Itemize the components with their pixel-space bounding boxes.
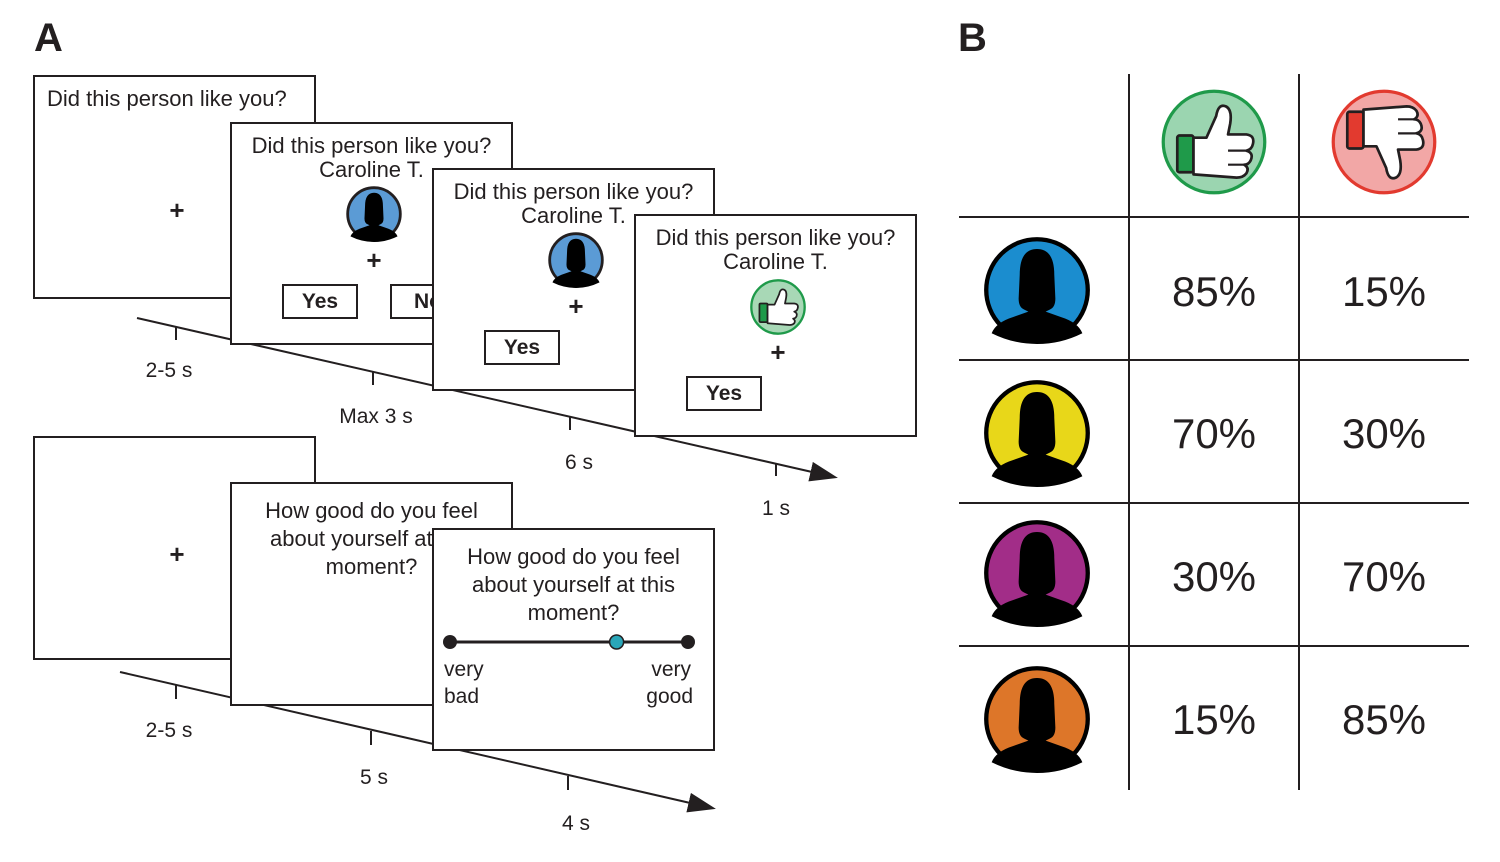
dislike-probability: 30%	[1341, 410, 1427, 457]
fixation-cross: +	[770, 337, 786, 367]
person-avatar-icon	[984, 237, 1090, 344]
fixation-cross: +	[169, 195, 185, 225]
panel-a-letter: A	[34, 16, 63, 60]
person-avatar-icon	[984, 666, 1090, 773]
thumbs-up-icon	[750, 279, 806, 335]
rating-question-line-2: about yourself at this	[471, 572, 675, 597]
rating-timeline-label-rating: 5 s	[359, 766, 389, 789]
fixation-cross: +	[366, 245, 382, 275]
dislike-probability: 85%	[1341, 696, 1427, 743]
dislike-probability: 15%	[1341, 268, 1427, 315]
person-name: Caroline T.	[723, 249, 828, 274]
yes-button[interactable]: Yes	[484, 330, 560, 365]
rating-question-line-3: moment?	[527, 600, 620, 625]
timeline-label-fixation: 2-5 s	[145, 359, 193, 382]
rating-timeline-label-fixation: 2-5 s	[145, 719, 193, 742]
thumbs-down-icon	[1331, 89, 1437, 195]
screen-question: Did this person like you?	[251, 133, 492, 158]
person-name: Caroline T.	[319, 157, 424, 182]
rating-high-anchor-2: good	[646, 685, 693, 708]
screen-question: Did this person like you?	[655, 225, 896, 250]
rating-slider[interactable]	[434, 630, 715, 656]
person-avatar-icon	[984, 380, 1090, 487]
person-avatar-icon	[984, 520, 1090, 627]
thumbs-up-icon	[1161, 89, 1267, 195]
dislike-probability: 70%	[1341, 553, 1427, 600]
rating-low-anchor-2: bad	[444, 685, 480, 708]
screen-question: Did this person like you?	[453, 179, 694, 204]
rating-question-line-3: moment?	[325, 554, 418, 579]
timeline-label-wait: 6 s	[564, 451, 594, 474]
person-avatar-icon	[346, 186, 402, 242]
fixation-cross: +	[568, 291, 584, 321]
panel-b-letter: B	[958, 16, 987, 60]
like-probability: 30%	[1171, 553, 1257, 600]
screen-question: Did this person like you?	[47, 86, 287, 111]
yes-button[interactable]: Yes	[686, 376, 762, 411]
yes-button[interactable]: Yes	[282, 284, 358, 319]
rating-timeline-label-end: 4 s	[561, 812, 591, 835]
like-probability: 70%	[1171, 410, 1257, 457]
rating-high-anchor-1: very	[651, 658, 691, 681]
rating-slider-handle[interactable]	[608, 634, 625, 650]
rating-screen-scale: How good do you feel about yourself at t…	[432, 528, 715, 751]
fixation-cross: +	[169, 539, 185, 569]
rating-question-line-1: How good do you feel	[265, 498, 478, 523]
timeline-label-response: Max 3 s	[339, 405, 413, 428]
person-name: Caroline T.	[521, 203, 626, 228]
trial-screen-feedback: Did this person like you? Caroline T. + …	[634, 214, 917, 437]
rating-low-anchor-1: very	[444, 658, 484, 681]
person-avatar-icon	[548, 232, 604, 288]
timeline-label-feedback: 1 s	[761, 497, 791, 520]
like-probability: 15%	[1171, 696, 1257, 743]
rating-question-line-1: How good do you feel	[467, 544, 680, 569]
like-probability: 85%	[1171, 268, 1257, 315]
